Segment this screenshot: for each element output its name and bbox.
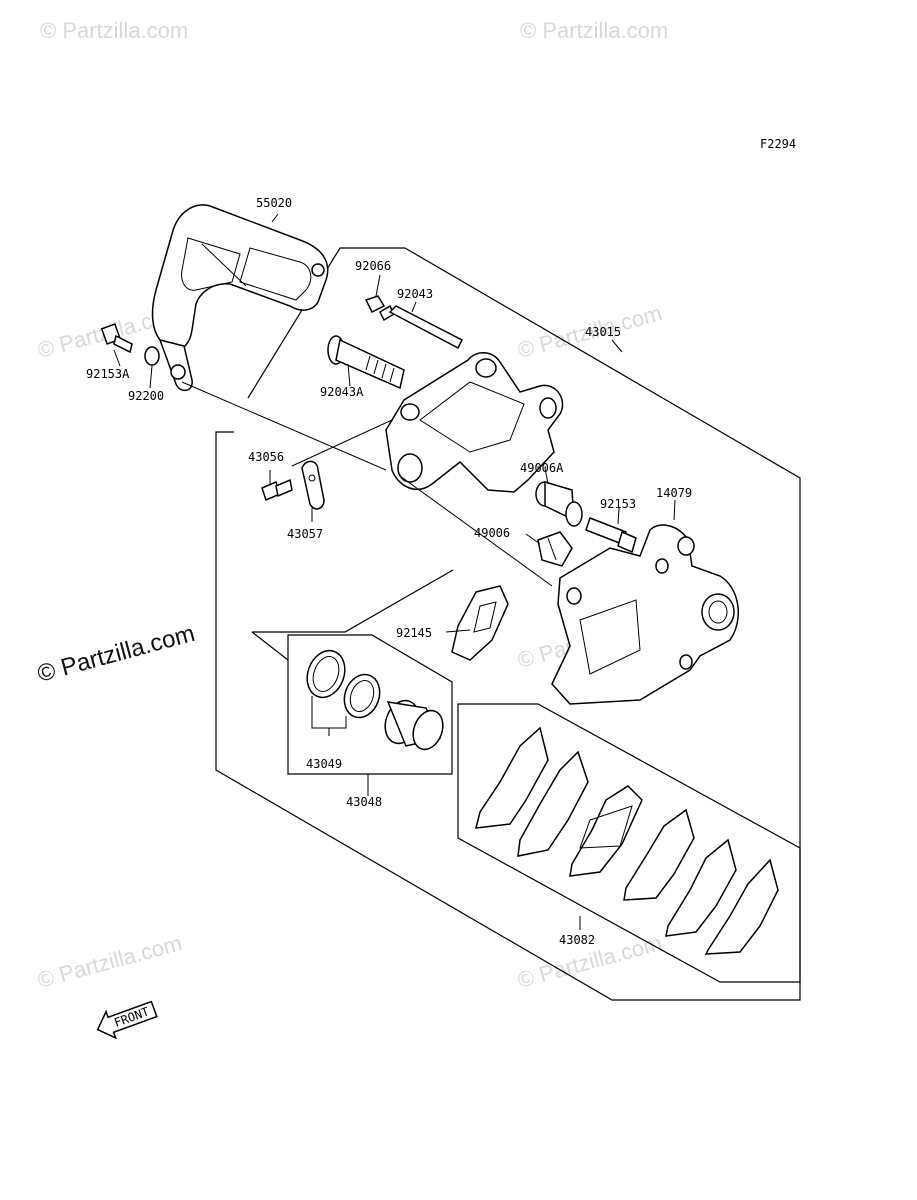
- pin-92043A: [327, 335, 405, 390]
- seal-kit-outline: [252, 569, 454, 633]
- leader-lines: [113, 213, 676, 930]
- label-43057: 43057: [287, 527, 323, 541]
- boot-49006: [537, 531, 573, 567]
- label-92153: 92153: [600, 497, 636, 511]
- label-43049: 43049: [306, 757, 342, 771]
- pad-box: [457, 703, 801, 983]
- seal-kit-box: [287, 634, 453, 775]
- watermark-main: © Partzilla.com: [35, 620, 198, 688]
- label-43015: 43015: [585, 325, 621, 339]
- washer-92200: [144, 346, 160, 366]
- label-49006A: 49006A: [520, 461, 564, 475]
- pads-43082: [475, 726, 779, 955]
- caliper-body: [385, 352, 564, 493]
- assembly-outline-43015: [247, 247, 405, 399]
- spring-92145: [451, 585, 509, 661]
- label-43056: 43056: [248, 450, 284, 464]
- label-92145: 92145: [396, 626, 432, 640]
- bolt-92153A: [100, 323, 133, 354]
- watermark: © Partzilla.com: [40, 18, 188, 43]
- bleeder-43056: [261, 478, 293, 502]
- label-49006: 49006: [474, 526, 510, 540]
- label-55020: 55020: [256, 196, 292, 210]
- label-43048: 43048: [346, 795, 382, 809]
- boot-49006A: [535, 480, 583, 527]
- front-arrow: FRONT: [96, 1000, 158, 1040]
- watermark: © Partzilla.com: [520, 18, 668, 43]
- bolt-92153: [585, 517, 637, 554]
- label-92043: 92043: [397, 287, 433, 301]
- watermark: © Partzilla.com: [35, 930, 185, 993]
- label-14079: 14079: [656, 486, 692, 500]
- part-labels: 55020 92066 92043 43015 92153A 92200 920…: [86, 196, 692, 947]
- seals-43049: [306, 649, 381, 719]
- label-43082: 43082: [559, 933, 595, 947]
- assembly-outline-43015-b: [215, 247, 801, 1001]
- label-92153A: 92153A: [86, 367, 130, 381]
- bracket-14079: [551, 524, 739, 705]
- disc-guard-55020: [151, 204, 329, 392]
- figure-code: F2294: [760, 137, 796, 151]
- pin-92043: [379, 304, 464, 350]
- label-92043A: 92043A: [320, 385, 364, 399]
- cap-92066: [364, 295, 386, 314]
- label-92200: 92200: [128, 389, 164, 403]
- label-92066: 92066: [355, 259, 391, 273]
- cap-43057: [301, 460, 325, 510]
- seal-kit-outline-b: [251, 631, 289, 661]
- piston: [384, 699, 444, 751]
